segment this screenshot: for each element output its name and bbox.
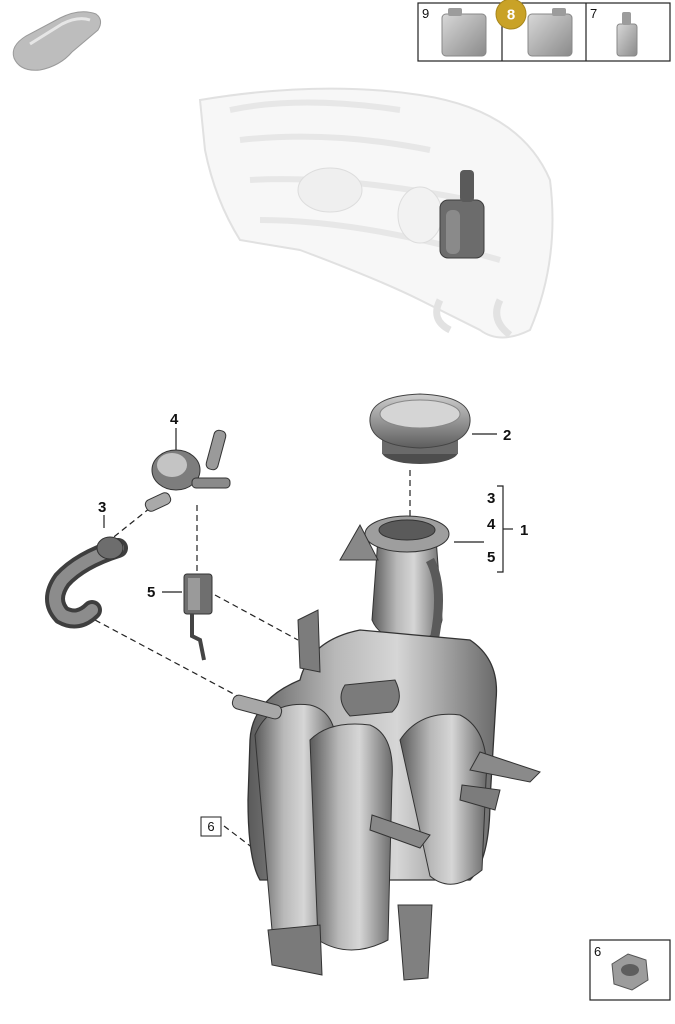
accessory-item-9[interactable]: 9 bbox=[422, 6, 487, 57]
callout-5[interactable]: 5 bbox=[147, 584, 155, 601]
coolant-hose[interactable] bbox=[45, 536, 128, 629]
thumbnail-number: 6 bbox=[594, 944, 601, 959]
jerrycan-icon bbox=[441, 8, 487, 57]
leader-lines bbox=[94, 428, 513, 856]
callout-group-4[interactable]: 4 bbox=[487, 516, 496, 533]
accessory-strip: 9 8 7 bbox=[417, 0, 671, 62]
accessory-item-7[interactable]: 7 bbox=[590, 6, 638, 57]
accessory-item-8[interactable]: 8 bbox=[495, 0, 573, 57]
accessory-number: 7 bbox=[590, 6, 597, 21]
callout-1[interactable]: 1 bbox=[520, 522, 528, 539]
callout-group-3[interactable]: 3 bbox=[487, 490, 495, 507]
accessory-number: 9 bbox=[422, 6, 429, 21]
callout-4[interactable]: 4 bbox=[170, 411, 179, 428]
callout-6: 6 bbox=[207, 819, 214, 834]
jerrycan-icon bbox=[527, 8, 573, 57]
engine-bay-overview bbox=[198, 87, 554, 339]
level-sensor[interactable] bbox=[183, 573, 213, 661]
callout-labels: 2 4 3 5 3 4 5 1 6 bbox=[98, 411, 528, 837]
callout-3[interactable]: 3 bbox=[98, 499, 106, 516]
breather-valve[interactable] bbox=[144, 429, 231, 513]
nut-icon bbox=[611, 953, 649, 991]
selected-badge: 8 bbox=[495, 0, 527, 30]
callout-2[interactable]: 2 bbox=[503, 427, 511, 444]
highlighted-reservoir-thumb bbox=[439, 170, 485, 259]
car-silhouette-icon[interactable] bbox=[12, 11, 102, 71]
callout-group-5[interactable]: 5 bbox=[487, 549, 495, 566]
nut-thumbnail[interactable]: 6 bbox=[589, 939, 671, 1001]
reservoir-cap[interactable] bbox=[369, 393, 471, 464]
bottle-icon bbox=[616, 12, 638, 57]
svg-text:8: 8 bbox=[507, 7, 515, 24]
expansion-tank[interactable] bbox=[231, 515, 541, 981]
callout-6-box[interactable]: 6 bbox=[200, 816, 222, 837]
